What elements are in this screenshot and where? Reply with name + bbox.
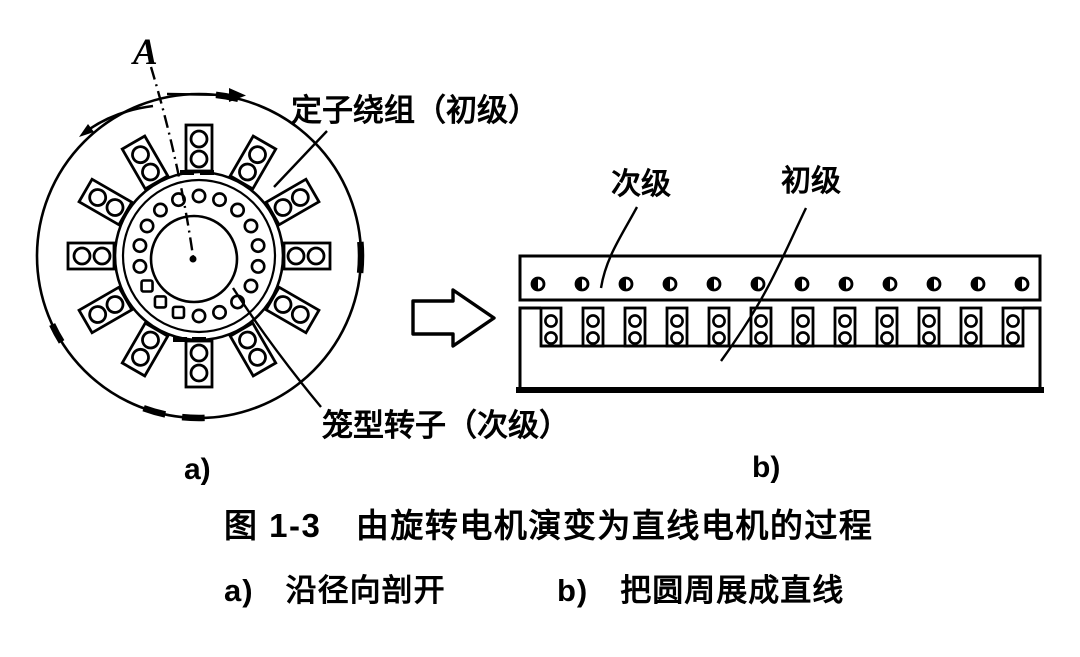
sublabel-b: b): [752, 451, 780, 484]
section-marker-label: A: [131, 32, 158, 73]
rotor-bar-hole: [139, 218, 155, 234]
primary-slot: [581, 306, 605, 348]
rotor-tick-marks: [173, 170, 214, 342]
primary-slot: [833, 306, 857, 348]
primary-label: 初级: [781, 165, 841, 198]
rotor-bar-hole: [153, 295, 168, 309]
rotor-bar-hole: [132, 238, 148, 254]
rotor-bar-hole: [230, 202, 246, 218]
primary-slot: [539, 306, 563, 348]
primary-slot: [623, 306, 647, 348]
primary-label-leader: [720, 207, 808, 362]
unroll-arrow: [79, 104, 154, 137]
rotation-arrow: [166, 88, 246, 102]
block-arrow-icon: [411, 288, 496, 348]
rotor-bar-hole: [191, 188, 207, 204]
primary-slot: [917, 306, 941, 348]
rotor-bar-hole: [140, 279, 154, 293]
rotor-bar-hole: [212, 304, 228, 320]
rotor-bar-hole: [243, 278, 259, 294]
rotor-bar-hole: [243, 218, 259, 234]
secondary-label-leader: [599, 206, 639, 289]
cage-rotor-label: 笼型转子（次级）: [322, 408, 570, 443]
primary-core: [516, 306, 1044, 393]
primary-slots: [539, 306, 1025, 348]
rotor-bar-hole: [132, 258, 148, 274]
primary-slot: [791, 306, 815, 348]
primary-slot: [749, 306, 773, 348]
rotor-bar-hole: [171, 305, 186, 320]
stator-winding-label: 定子绕组（初级）: [291, 93, 539, 128]
primary-slot: [1001, 306, 1025, 348]
secondary-bar: [518, 254, 1042, 302]
rotor-bar-holes: [132, 188, 266, 324]
primary-slot: [875, 306, 899, 348]
rotor-bar-hole: [250, 238, 266, 254]
rotor-inner-ring-circle: [121, 178, 277, 334]
secondary-label: 次级: [611, 168, 671, 201]
stator-slot: [184, 339, 214, 389]
primary-slot: [665, 306, 689, 348]
linear-motor-diagram: [516, 206, 1044, 393]
primary-slot: [959, 306, 983, 348]
primary-slot: [707, 306, 731, 348]
secondary-conductors: [530, 276, 1030, 292]
stator-label-leader: [273, 130, 328, 188]
primary-left-edge: [518, 306, 541, 389]
stator-slots: [66, 123, 332, 389]
sublabel-a: a): [184, 453, 211, 486]
rotary-motor-diagram: [35, 66, 365, 422]
rotor-label-leader: [231, 287, 322, 408]
stator-slot: [184, 123, 214, 173]
rotor-bar-hole: [212, 192, 228, 208]
stator-slot: [66, 241, 116, 271]
rotor-bar-hole: [191, 308, 207, 324]
center-dot: [189, 255, 197, 263]
figure-caption: 图 1-3 由旋转电机演变为直线电机的过程: [224, 507, 873, 544]
primary-right-edge: [1023, 306, 1042, 389]
rotor-bar-hole: [250, 258, 266, 274]
legend-b: b) 把圆周展成直线: [557, 573, 844, 608]
rotor-bar-hole: [152, 202, 168, 218]
legend-a: a) 沿径向剖开: [224, 573, 446, 608]
stator-slot: [282, 241, 332, 271]
